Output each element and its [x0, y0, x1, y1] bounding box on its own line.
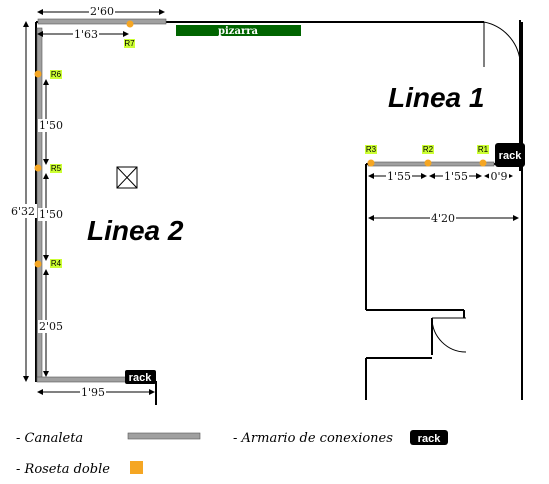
svg-text:R2: R2: [423, 145, 434, 154]
room-label-linea1: Linea 1: [388, 82, 484, 113]
socket-r6: R6: [34, 70, 62, 79]
room-label-linea2: Linea 2: [87, 215, 184, 246]
socket-r7: R7: [124, 20, 135, 48]
socket-r1: R1: [477, 145, 489, 167]
svg-text:R5: R5: [51, 164, 62, 173]
svg-text:R4: R4: [51, 259, 62, 268]
dim-top-total: 2'60: [90, 5, 114, 18]
legend-canaleta-label: - Canaleta: [16, 431, 83, 446]
socket-r4: R4: [34, 259, 62, 268]
legend-socket-swatch: [130, 461, 143, 474]
svg-text:R1: R1: [478, 145, 489, 154]
socket-r5: R5: [34, 164, 62, 173]
door-lower: [431, 317, 467, 353]
legend: - Canaleta - Armario de conexiones rack …: [16, 430, 448, 477]
duct-bottom: [36, 376, 134, 383]
door-top-right: [483, 21, 521, 67]
rack-linea2: rack: [125, 370, 156, 384]
legend-rack-swatch: rack: [410, 430, 448, 445]
dim-bottom: 1'95: [81, 386, 105, 399]
svg-text:R3: R3: [366, 145, 377, 154]
rack-linea2-label: rack: [129, 372, 153, 384]
dim-r2-r1: 1'55: [444, 170, 468, 183]
dim-top-r7: 1'63: [74, 28, 98, 41]
socket-r3: R3: [365, 145, 377, 167]
dim-r4-bottom: 2'05: [39, 320, 63, 333]
dim-r1-rack: 0'9: [490, 170, 507, 183]
duct-lines: [36, 18, 495, 383]
socket-r2: R2: [422, 145, 434, 167]
whiteboard: pizarra: [176, 25, 301, 37]
svg-text:R6: R6: [51, 70, 62, 79]
dim-linea1-width: 4'20: [431, 212, 455, 225]
dim-left-total: 6'32: [11, 205, 35, 218]
rack-linea1-label: rack: [499, 150, 523, 162]
svg-text:R7: R7: [124, 39, 135, 48]
legend-duct-swatch: [127, 432, 201, 440]
duct-top: [37, 18, 167, 25]
legend-armario-label: - Armario de conexiones: [233, 431, 393, 446]
whiteboard-label: pizarra: [218, 26, 258, 37]
svg-text:rack: rack: [418, 433, 442, 445]
dimension-lines: [23, 9, 519, 395]
dimension-labels: 2'60 1'63 6'32 1'50 1'50 2'05 1'95 1'55 …: [11, 5, 509, 399]
column-box: [116, 166, 138, 189]
rack-linea1: rack: [495, 143, 525, 167]
legend-roseta-label: - Roseta doble: [16, 462, 110, 477]
sockets: R7 R6 R5 R4 R3 R2 R1: [34, 20, 489, 268]
dim-r3-r2: 1'55: [387, 170, 411, 183]
dim-r5-r4: 1'50: [39, 208, 63, 221]
dim-r6-r5: 1'50: [39, 119, 63, 132]
